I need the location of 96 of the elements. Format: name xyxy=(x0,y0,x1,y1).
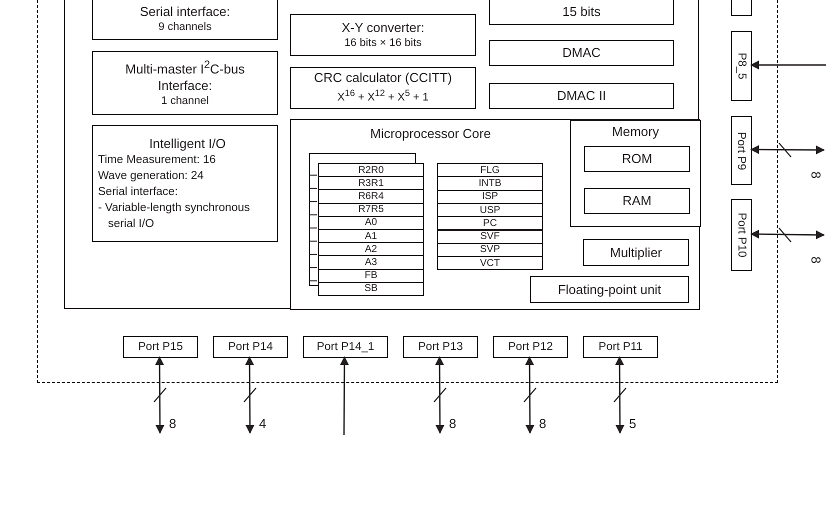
block-detail: 16 bits × 16 bits xyxy=(344,36,422,50)
block-detail: Serial interface: xyxy=(98,184,178,200)
block-title: Floating-point unit xyxy=(558,282,662,298)
block-detail: X$^{16}$ + X$^{12}$ + X$^{5}$ + 1 xyxy=(337,87,429,106)
chip-boundary xyxy=(37,0,778,383)
register-box xyxy=(318,268,424,283)
function-block xyxy=(290,14,476,56)
register-name: ISP xyxy=(482,191,498,202)
bus-width-label: 5 xyxy=(629,417,636,431)
peripheral-area xyxy=(64,0,699,309)
register-name: A2 xyxy=(364,244,378,255)
port-label: P8_5 xyxy=(734,52,748,80)
block-title: Multi-master I$^{2}$C-bus Interface: xyxy=(124,58,246,94)
register-name: SVP xyxy=(480,244,500,256)
block-title: Multiplier xyxy=(610,244,662,260)
block-title: Intelligent I/O xyxy=(149,136,226,152)
port-box xyxy=(123,336,198,358)
function-block xyxy=(584,146,690,172)
register-box xyxy=(318,202,424,217)
function-block xyxy=(489,83,674,109)
register-name: FB xyxy=(364,270,378,282)
block-title: RAM xyxy=(622,193,652,209)
register-box xyxy=(437,230,543,244)
function-block xyxy=(290,67,476,109)
function-block xyxy=(92,0,278,40)
register-box xyxy=(437,163,543,178)
port-box xyxy=(403,336,478,358)
memory-block xyxy=(570,120,701,227)
block-detail: Wave generation: 24 xyxy=(98,168,204,184)
block-title: X-Y converter: xyxy=(342,20,424,36)
block-detail: 1 channel xyxy=(161,94,209,109)
port-label: Port P14 xyxy=(228,341,273,353)
block-title: Microprocessor Core xyxy=(369,126,492,142)
register-box xyxy=(318,229,424,244)
register-box xyxy=(318,255,424,270)
register-name: R2R0 xyxy=(358,164,384,176)
function-block xyxy=(92,125,278,242)
register-name: INTB xyxy=(478,178,502,189)
register-name: A1 xyxy=(364,230,378,242)
register-name: R7R5 xyxy=(358,204,384,216)
port-box xyxy=(213,336,288,358)
block-title: DMAC xyxy=(562,45,601,61)
block-title: DMAC II xyxy=(556,88,606,104)
function-block xyxy=(489,40,674,66)
register-box xyxy=(437,256,543,270)
port-label: Port P15 xyxy=(138,341,183,353)
bus-width-label: 8 xyxy=(808,256,823,264)
block-detail: 9 channels xyxy=(158,20,212,34)
function-block xyxy=(584,188,690,214)
bus-width-label: 8 xyxy=(449,417,456,431)
block-title: Memory xyxy=(611,124,660,140)
register-name: VCT xyxy=(480,258,500,269)
port-box xyxy=(303,336,388,358)
register-name: A0 xyxy=(364,217,378,228)
function-block xyxy=(530,276,689,303)
core-block xyxy=(290,119,700,310)
register-name: SB xyxy=(364,283,378,294)
block-title: 15 bits xyxy=(562,4,601,20)
function-block xyxy=(92,51,278,115)
block-detail: Time Measurement: 16 xyxy=(98,152,216,168)
register-box xyxy=(318,242,424,256)
register-box xyxy=(437,190,543,204)
block-title: ROM xyxy=(622,151,652,167)
port-label: Port P14_1 xyxy=(316,341,374,353)
register-box xyxy=(318,163,424,178)
block-title: CRC calculator (CCITT) xyxy=(314,70,452,86)
block-detail: - Variable-length synchronous serial I/O xyxy=(98,200,251,232)
port-box xyxy=(493,336,568,358)
port-box xyxy=(583,336,658,358)
port-label: Port P12 xyxy=(508,341,553,353)
port-box xyxy=(731,116,752,185)
register-name: SVF xyxy=(480,231,500,242)
port-label: Port P13 xyxy=(418,341,463,353)
register-name: PC xyxy=(483,218,497,229)
register-box xyxy=(437,176,543,191)
port-label: Port P10 xyxy=(734,212,748,258)
register-box xyxy=(318,176,424,190)
port-box xyxy=(731,199,752,271)
port-box xyxy=(731,31,752,101)
port-label: Port P11 xyxy=(598,341,642,353)
register-box xyxy=(318,216,424,230)
bus-width-label: 4 xyxy=(259,417,266,431)
register-name: R6R4 xyxy=(358,190,384,202)
block-title: Serial interface: xyxy=(140,4,230,20)
register-box xyxy=(318,282,424,296)
bus-width-label: 8 xyxy=(169,417,176,431)
register-name: A3 xyxy=(364,256,378,268)
register-name: USP xyxy=(480,204,500,216)
register-box xyxy=(318,189,424,204)
register-name: FLG xyxy=(480,164,500,176)
port-label: Port P9 xyxy=(734,131,748,170)
function-block xyxy=(583,239,689,266)
register-box xyxy=(437,216,543,230)
bus-width-label: 8 xyxy=(539,417,546,431)
bus-width-label: 8 xyxy=(808,171,823,179)
register-name: R3R1 xyxy=(358,178,384,189)
